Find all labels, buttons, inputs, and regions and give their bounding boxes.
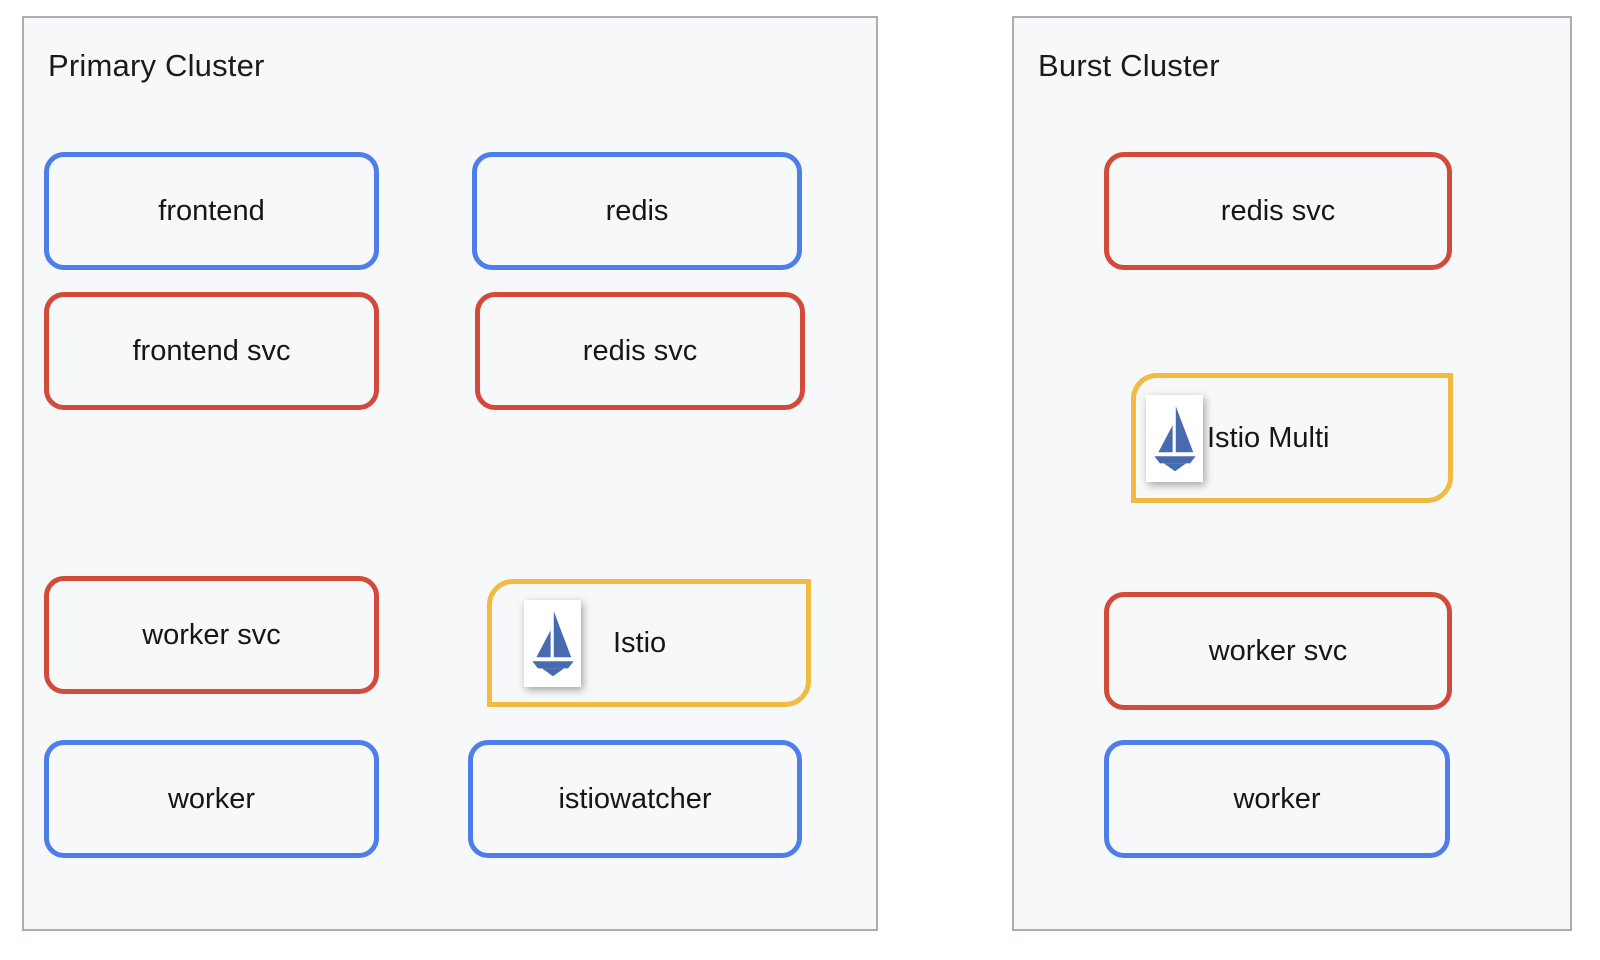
node-label: redis svc [582, 334, 698, 367]
istio-logo-card [524, 599, 581, 687]
node-label: worker svc [142, 618, 281, 651]
node-redis-svc: redis svc [475, 292, 805, 410]
node-label: worker svc [1208, 634, 1348, 667]
istio-logo-card [1146, 394, 1203, 482]
node-istio: Istio [487, 579, 811, 707]
node-frontend-svc: frontend svc [44, 292, 379, 410]
node-label: frontend [158, 194, 265, 227]
node-istio-multi: Istio Multi [1131, 373, 1453, 503]
node-worker-svc: worker svc [1104, 592, 1452, 710]
node-worker: worker [1104, 740, 1450, 858]
cluster-title-burst: Burst Cluster [1038, 48, 1220, 83]
node-worker-svc: worker svc [44, 576, 379, 694]
node-frontend: frontend [44, 152, 379, 270]
node-label: Istio Multi [1207, 421, 1330, 454]
node-label: redis svc [1220, 194, 1336, 227]
node-label: redis [605, 194, 669, 227]
node-label: worker [1233, 782, 1321, 815]
cluster-burst: Burst Cluster [1012, 16, 1572, 931]
node-istiowatcher: istiowatcher [468, 740, 802, 858]
node-redis-svc: redis svc [1104, 152, 1452, 270]
node-label: Istio [613, 626, 667, 659]
cluster-title-primary: Primary Cluster [48, 48, 265, 83]
cluster-primary: Primary Cluster [22, 16, 878, 931]
node-label: worker [167, 782, 255, 815]
istio-sailboat-icon [531, 611, 574, 677]
node-redis: redis [472, 152, 802, 270]
istio-sailboat-icon [1153, 406, 1196, 472]
node-worker: worker [44, 740, 379, 858]
node-label: frontend svc [132, 334, 291, 367]
node-label: istiowatcher [558, 782, 712, 815]
